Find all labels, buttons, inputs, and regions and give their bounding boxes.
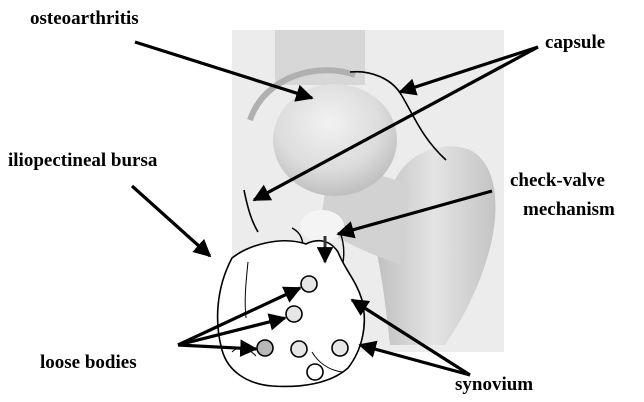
label-synovium: synovium [455, 374, 533, 396]
loose-body-2 [286, 306, 302, 322]
loose-body-3 [257, 340, 273, 356]
label-capsule: capsule [545, 32, 605, 54]
lesser-trochanter [300, 210, 344, 242]
loose-body-1 [301, 276, 317, 292]
arrow-iliopectineal-bursa [132, 186, 210, 256]
label-loose-bodies: loose bodies [40, 352, 137, 374]
label-mechanism: mechanism [523, 199, 615, 221]
label-check-valve: check-valve [510, 170, 605, 192]
loose-body-5 [332, 340, 348, 356]
loose-body-6 [307, 364, 323, 380]
label-osteoarthritis: osteoarthritis [30, 8, 139, 30]
label-iliopectineal-bursa: iliopectineal bursa [8, 150, 157, 172]
loose-body-4 [291, 341, 307, 357]
